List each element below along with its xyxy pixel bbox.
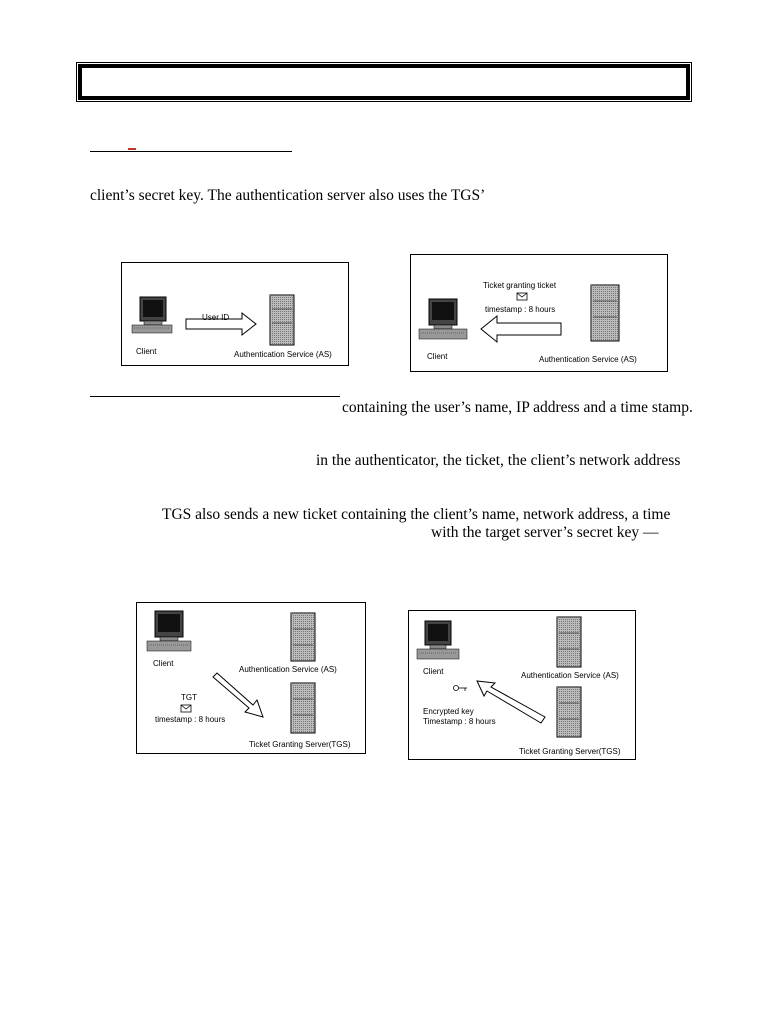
computer-icon	[418, 298, 468, 340]
ticket-granting-ticket-label: Ticket granting ticket	[483, 281, 557, 290]
heading-underline-2	[90, 396, 340, 397]
diagonal-arrow-icon	[212, 672, 264, 718]
diagram-as-to-client: Ticket granting ticket timestamp : 8 hou…	[410, 254, 668, 372]
key-icon	[453, 685, 467, 691]
title-box	[76, 62, 692, 102]
diagram-3-svg	[146, 610, 316, 734]
as-label: Authentication Service (AS)	[539, 355, 637, 364]
diagram-1-svg	[131, 294, 295, 346]
envelope-icon	[516, 292, 528, 301]
client-label: Client	[153, 659, 174, 668]
timestamp-label: timestamp : 8 hours	[155, 715, 226, 724]
diagram-client-to-tgs: Client Authentication Service (AS) TGT t…	[136, 602, 366, 754]
encrypted-key-label: Encrypted key	[423, 707, 474, 716]
computer-icon	[131, 296, 173, 334]
computer-icon	[146, 610, 192, 652]
server-icon	[590, 284, 620, 342]
body-line-3: in the authenticator, the ticket, the cl…	[316, 452, 681, 469]
as-server-icon	[556, 616, 582, 668]
body-line-1: client’s secret key. The authentication …	[90, 187, 486, 204]
body-line-5: with the target server’s secret key —	[431, 524, 659, 541]
computer-icon	[416, 620, 460, 660]
client-label: Client	[427, 352, 448, 361]
timestamp-label: timestamp : 8 hours	[485, 305, 556, 314]
body-line-4: TGS also sends a new ticket containing t…	[162, 506, 671, 523]
tgs-server-icon	[556, 686, 582, 738]
heading-underline	[90, 151, 292, 152]
diagram-2-svg	[418, 284, 620, 344]
left-arrow-icon	[480, 314, 562, 344]
right-arrow-icon	[185, 311, 257, 337]
red-mark	[128, 148, 136, 150]
envelope-icon	[180, 704, 192, 713]
client-label: Client	[136, 347, 157, 356]
timestamp-label: Timestamp : 8 hours	[423, 717, 496, 726]
as-label: Authentication Service (AS)	[239, 665, 337, 674]
diagram-client-to-as: Client User ID Authentication Service (A…	[121, 262, 349, 366]
diagonal-arrow-icon	[476, 680, 546, 724]
as-server-icon	[290, 612, 316, 662]
body-line-2: containing the user’s name, IP address a…	[342, 399, 693, 416]
user-id-label: User ID	[202, 313, 230, 322]
diagram-tgs-to-client: Client Authentication Service (AS) Encry…	[408, 610, 636, 760]
tgs-label: Ticket Granting Server(TGS)	[249, 740, 351, 749]
server-icon	[269, 294, 295, 346]
tgs-server-icon	[290, 682, 316, 734]
diagram-4-svg	[416, 616, 582, 738]
client-label: Client	[423, 667, 444, 676]
as-label: Authentication Service (AS)	[234, 350, 332, 359]
tgs-label: Ticket Granting Server(TGS)	[519, 747, 621, 756]
as-label: Authentication Service (AS)	[521, 671, 619, 680]
tgt-label: TGT	[181, 693, 197, 702]
